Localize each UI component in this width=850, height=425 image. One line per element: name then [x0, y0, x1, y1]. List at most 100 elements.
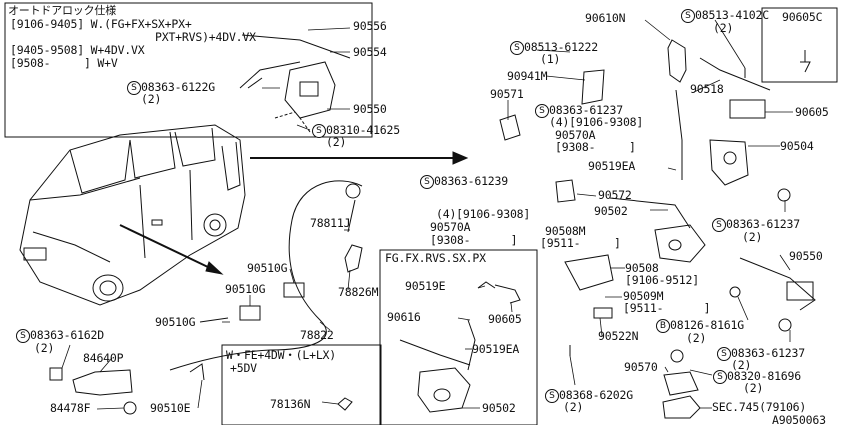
- part-08363-61237-label-b: 08363-61237: [726, 217, 800, 231]
- part-78136n-label: 78136N: [270, 397, 311, 411]
- part-90550-label-a: 90550: [353, 102, 387, 116]
- inset-w-line-2: +5DV: [230, 361, 257, 375]
- part-08513-61222-qty: (1): [540, 52, 561, 66]
- screw-symbol-08513-61222: [510, 41, 524, 55]
- part-08363-6162d-qty: (2): [34, 341, 55, 355]
- part-08310-41625-qty: (2): [326, 135, 347, 149]
- part-08363-61237-qty-c: (2): [731, 358, 752, 372]
- inset-fg-frame: [380, 250, 537, 425]
- part-08310-41625-label: 08310-41625: [326, 123, 400, 137]
- part-08320-81696-qty: (2): [743, 381, 764, 395]
- part-08363-61237-label-a: 08363-61237: [549, 103, 623, 117]
- part-90605-label-b: 90605: [488, 312, 522, 326]
- part-84640p-label: 84640P: [83, 351, 124, 365]
- part-90554-label: 90554: [353, 45, 387, 59]
- part-90550-label-b: 90550: [789, 249, 823, 263]
- auto-lock-spec-2: PXT+RVS)+4DV.VX: [155, 30, 256, 44]
- part-90509m-label: 90509M: [623, 289, 664, 303]
- part-90610n-label: 90610N: [585, 11, 626, 25]
- part-08363-61237-label-c: 08363-61237: [731, 346, 805, 360]
- part-08363-61239-qty: (4)[9106-9308]: [436, 207, 531, 221]
- part-90522n-label: 90522N: [598, 329, 639, 343]
- part-08363-6122g-qty: (2): [141, 92, 162, 106]
- part-90941m-label: 90941M: [507, 69, 548, 83]
- part-90570a-label-2: 90570A: [430, 220, 471, 234]
- part-90502-label-b: 90502: [482, 401, 516, 415]
- van-illustration: [20, 125, 245, 305]
- pointer-arrow-to-door: [250, 152, 467, 164]
- auto-lock-actuator: [275, 62, 335, 132]
- part-90510g-label-b: 90510G: [225, 282, 266, 296]
- part-90570-label: 90570: [624, 360, 658, 374]
- auto-lock-title: オートドアロック仕様: [8, 4, 116, 17]
- part-08126-8161g-label: 08126-8161G: [670, 318, 744, 332]
- bolt-symbol-08126-8161g: [656, 319, 670, 333]
- part-90518-label: 90518: [690, 82, 724, 96]
- part-90508-range: [9106-9512]: [625, 273, 699, 287]
- door-lock-mechanism: [500, 40, 815, 418]
- part-90508m-range: [9511- ]: [540, 236, 621, 250]
- part-08363-6162d-label: 08363-6162D: [30, 328, 104, 342]
- part-90519e-label: 90519E: [405, 279, 446, 293]
- screw-symbol-08363-61239: [420, 175, 434, 189]
- part-90519ea-label-b: 90519EA: [472, 342, 520, 356]
- part-78811j-label: 78811J: [310, 216, 351, 230]
- part-90510e-label: 90510E: [150, 401, 191, 415]
- screw-symbol-08363-6162d: [16, 329, 30, 343]
- part-08363-6122g-label: 08363-6122G: [141, 80, 215, 94]
- hinge-assembly: [50, 364, 204, 414]
- part-90572-label: 90572: [598, 188, 632, 202]
- part-90508-label: 90508: [625, 261, 659, 275]
- part-90571-label: 90571: [490, 87, 524, 101]
- part-08363-61237-qty-b: (2): [742, 230, 763, 244]
- inset-w-frame: [222, 345, 381, 425]
- auto-lock-spec-3: [9405-9508] W+4DV.VX: [10, 43, 145, 57]
- part-90605c-frame: [762, 8, 837, 82]
- part-08126-8161g-qty: (2): [686, 331, 707, 345]
- inset-w-line-1: W・FE+4DW・(L+LX): [226, 348, 337, 362]
- diagram-id-label: A9050063: [772, 413, 826, 425]
- part-90556-label: 90556: [353, 19, 387, 33]
- section-reference-label: SEC.745(79106): [712, 400, 807, 414]
- part-78822-label: 78822: [300, 328, 334, 342]
- screw-symbol-08363-61237-b: [712, 218, 726, 232]
- part-90570a-range-1: [9308- ]: [555, 140, 636, 154]
- part-90504-label: 90504: [780, 139, 814, 153]
- part-90605c-label: 90605C: [782, 10, 823, 24]
- inset-w-clip: [338, 398, 352, 410]
- part-90616-label: 90616: [387, 310, 421, 324]
- screw-symbol-08320-81696: [713, 370, 727, 384]
- part-84478f-label: 84478F: [50, 401, 91, 415]
- part-08320-81696-label: 08320-81696: [727, 369, 801, 383]
- screw-symbol-08368-6202g: [545, 389, 559, 403]
- part-90570a-range-2: [9308- ]: [430, 233, 518, 247]
- part-90605-label-a: 90605: [795, 105, 829, 119]
- part-08513-4102c-qty: (2): [713, 21, 734, 35]
- outside-cable: [170, 181, 362, 370]
- screw-symbol-08513-4102c: [681, 9, 695, 23]
- part-08363-61239-label: 08363-61239: [434, 174, 508, 188]
- auto-lock-frame: [5, 3, 372, 137]
- part-90510g-label-a: 90510G: [247, 261, 288, 275]
- screw-symbol-08363-61237-a: [535, 104, 549, 118]
- part-08368-6202g-qty: (2): [563, 400, 584, 414]
- part-78826m-label: 78826M: [338, 285, 379, 299]
- part-90509m-range: [9511- ]: [623, 301, 711, 315]
- inset-fg-title: FG.FX.RVS.SX.PX: [385, 251, 486, 265]
- part-08513-4102c-label: 08513-4102C: [695, 8, 769, 22]
- screw-symbol-08363-61237-c: [717, 347, 731, 361]
- auto-lock-spec-4: [9508- ] W+V: [10, 56, 118, 70]
- part-08363-61237-qty-a: (4)[9106-9308]: [549, 115, 644, 129]
- part-90502-label-a: 90502: [594, 204, 628, 218]
- part-90510g-label-c: 90510G: [155, 315, 196, 329]
- part-90508m-label: 90508M: [545, 224, 586, 238]
- leader-lines: [62, 20, 793, 409]
- part-08368-6202g-label: 08368-6202G: [559, 388, 633, 402]
- part-90570a-label-1: 90570A: [555, 128, 596, 142]
- part-90519ea-label-a: 90519EA: [588, 159, 636, 173]
- auto-lock-spec-1: [9106-9405] W.(FG+FX+SX+PX+: [10, 17, 192, 31]
- pointer-arrow-to-cable: [120, 225, 222, 274]
- auto-lock-rod: [240, 35, 350, 88]
